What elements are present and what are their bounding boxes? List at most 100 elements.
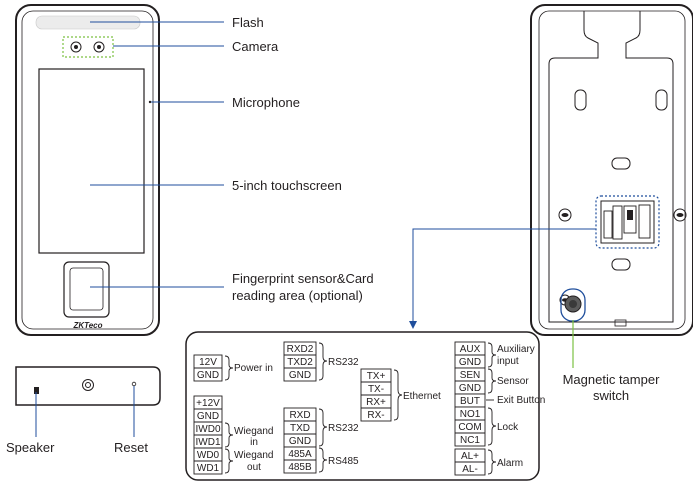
group-bracket — [224, 448, 234, 474]
tamper-label-line1: Magnetic tamper — [563, 372, 660, 387]
reset-label: Reset — [114, 440, 148, 455]
pin-label: NC1 — [460, 435, 480, 446]
mounting-plate — [548, 11, 674, 323]
tamper-magnet — [564, 295, 582, 313]
reset-hole — [131, 381, 137, 387]
connector-pins — [627, 210, 633, 220]
group-bracket — [393, 369, 403, 421]
front-device-body — [15, 4, 160, 336]
fingerprint-label-line1: Fingerprint sensor&Card — [232, 271, 374, 286]
plate-slot-mid — [611, 157, 631, 170]
pin-label: TXD — [290, 423, 310, 434]
touchscreen — [38, 68, 145, 254]
wiegand-out-label-line2: out — [247, 462, 261, 473]
alarm-label: Alarm — [497, 458, 523, 469]
pin-label: TX+ — [367, 371, 386, 382]
pin-label: 12V — [199, 357, 217, 368]
bottom-screw — [82, 379, 94, 391]
lock-label: Lock — [497, 422, 519, 433]
group-bracket — [487, 407, 497, 446]
fingerprint-label-line2: reading area (optional) — [232, 288, 363, 303]
pin-label: GND — [289, 370, 311, 381]
ethernet-label: Ethernet — [403, 391, 441, 402]
brand-logo: ZKTeco — [72, 321, 102, 330]
pin-label: RXD — [289, 410, 310, 421]
pin-label: WD1 — [197, 463, 220, 474]
microphone-hole — [148, 100, 152, 104]
pin-label: WD0 — [197, 450, 220, 461]
pin-label: AL+ — [461, 451, 479, 462]
connector-area — [600, 200, 655, 244]
fingerprint-sensor — [63, 261, 110, 318]
pin-label: 485A — [288, 449, 312, 460]
pin-label: NO1 — [460, 409, 481, 420]
pin-label: GND — [197, 370, 219, 381]
plate-slot-top-right — [655, 89, 668, 111]
pin-label: IWD0 — [196, 424, 221, 435]
pin-label: BUT — [460, 396, 480, 407]
rs232-a-label: RS232 — [328, 357, 359, 368]
group-bracket — [487, 449, 497, 475]
group-bracket — [224, 355, 234, 381]
pin-label: AL- — [462, 464, 478, 475]
connector-block-4 — [638, 204, 651, 239]
rear-device-body — [530, 4, 693, 336]
rear-latch — [614, 319, 627, 327]
pin-label: RXD2 — [287, 344, 314, 355]
rear-inner-frame — [538, 10, 686, 330]
front-view: ZKTeco Flash Camera Microphone 5-inch to… — [15, 4, 374, 336]
rs232-b-label: RS232 — [328, 423, 359, 434]
terminal-box — [454, 406, 486, 447]
plate-slot-low — [611, 258, 631, 271]
pin-label: IWD1 — [196, 437, 221, 448]
tamper-label-line2: switch — [593, 388, 629, 403]
pin-label: 485B — [288, 462, 312, 473]
pin-label: GND — [197, 411, 219, 422]
aux-label-line2: input — [497, 356, 519, 367]
rear-screw-left — [558, 208, 572, 222]
power-in-label: Power in — [234, 363, 273, 374]
exit-button-label: Exit Button — [497, 395, 545, 406]
bottom-device-body — [15, 366, 161, 406]
camera-lens-left — [70, 41, 82, 53]
connector-block-2 — [612, 205, 623, 240]
wiegand-in-label-line2: in — [250, 437, 258, 448]
microphone-label: Microphone — [232, 95, 300, 110]
pin-label: RX+ — [366, 397, 386, 408]
pin-label: TXD2 — [287, 357, 313, 368]
connector-callout-arrow — [409, 321, 417, 329]
pin-label: SEN — [460, 370, 481, 381]
bottom-view: Speaker Reset — [6, 366, 161, 455]
pin-label: AUX — [460, 344, 481, 355]
pin-label: GND — [459, 357, 481, 368]
wiring-diagram: 12V GND Power in +12V GND IWD0 IWD1 WD0 … — [185, 331, 545, 481]
connector-block-1 — [603, 210, 613, 239]
wiring-panel — [185, 331, 540, 481]
connector-callout-line — [412, 228, 596, 322]
front-inner-bezel — [21, 10, 154, 330]
fingerprint-window — [69, 267, 104, 311]
pin-label: COM — [458, 422, 481, 433]
flash-label: Flash — [232, 15, 264, 30]
pin-label: GND — [459, 383, 481, 394]
pin-label: GND — [289, 436, 311, 447]
group-bracket — [318, 447, 328, 473]
rs485-label: RS485 — [328, 456, 359, 467]
sensor-label: Sensor — [497, 376, 529, 387]
speaker-label: Speaker — [6, 440, 55, 455]
pin-label: TX- — [368, 384, 384, 395]
camera-lens-right — [93, 41, 105, 53]
connector-area-highlight — [595, 195, 660, 249]
pin-label: RX- — [367, 410, 384, 421]
rear-view: Magnetic tamper switch — [409, 4, 693, 403]
terminal-box — [283, 341, 317, 382]
connector-block-3 — [623, 205, 637, 234]
group-bracket — [318, 342, 328, 381]
group-bracket — [224, 422, 234, 448]
plate-slot-top-left — [574, 89, 587, 111]
wiegand-out-label-line1: Wiegand — [234, 450, 273, 461]
group-bracket — [318, 408, 328, 447]
aux-label-line1: Auxiliary — [497, 344, 535, 355]
touchscreen-label: 5-inch touchscreen — [232, 178, 342, 193]
